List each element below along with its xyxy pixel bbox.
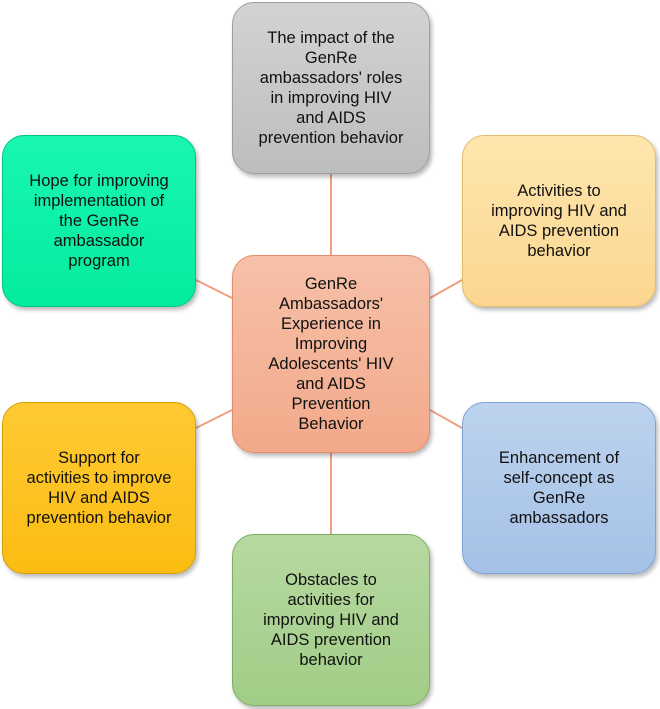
theme-label-impact: The impact of the GenRe ambassadors' rol… <box>258 29 404 147</box>
theme-box-support: Support for activities to improve HIV an… <box>2 402 196 574</box>
central-theme-label: GenRe Ambassadors' Experience in Improvi… <box>268 275 394 433</box>
connector-lower-left <box>195 409 233 429</box>
central-theme-box: GenRe Ambassadors' Experience in Improvi… <box>232 255 430 453</box>
theme-label-self-concept: Enhancement of self-concept as GenRe amb… <box>498 449 620 527</box>
theme-label-obstacles: Obstacles to activities for improving HI… <box>263 571 399 669</box>
theme-label-activities: Activities to improving HIV and AIDS pre… <box>491 182 627 260</box>
theme-box-self-concept: Enhancement of self-concept as GenRe amb… <box>462 402 656 574</box>
theme-label-support: Support for activities to improve HIV an… <box>26 449 172 527</box>
connector-upper-right <box>429 279 463 299</box>
theme-box-obstacles: Obstacles to activities for improving HI… <box>232 534 430 706</box>
connector-upper-left <box>195 279 233 299</box>
theme-label-hope: Hope for improving implementation of the… <box>29 172 169 270</box>
theme-box-hope: Hope for improving implementation of the… <box>2 135 196 307</box>
theme-box-impact: The impact of the GenRe ambassadors' rol… <box>232 2 430 174</box>
connector-lower-right <box>429 409 463 429</box>
theme-box-activities: Activities to improving HIV and AIDS pre… <box>462 135 656 307</box>
